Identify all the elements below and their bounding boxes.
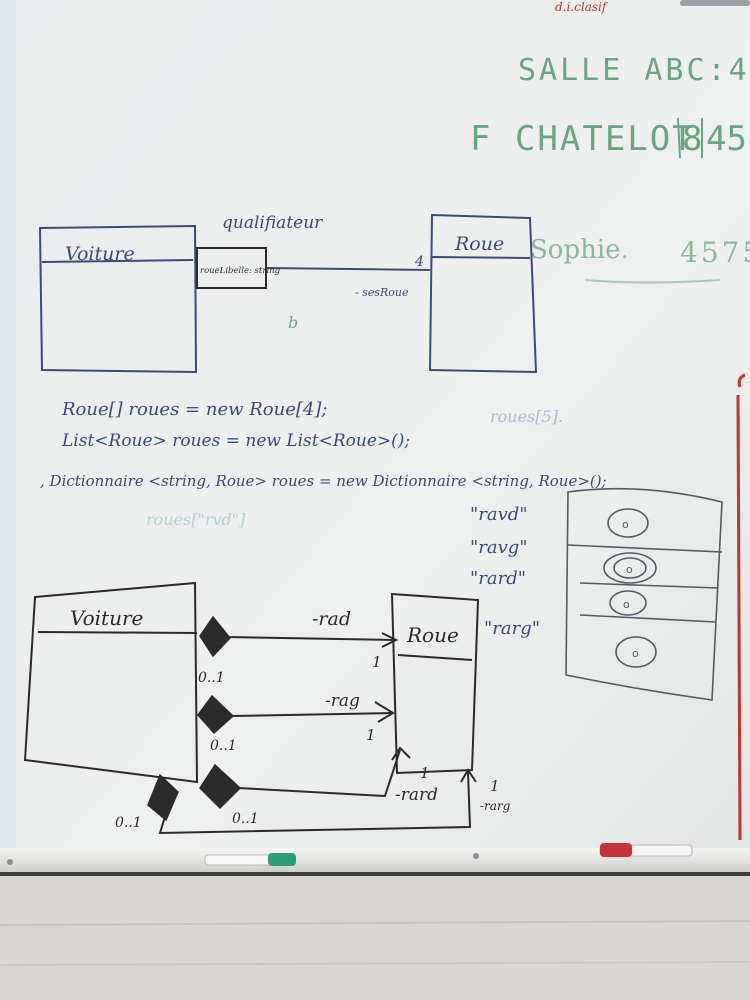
green-note-mark: 8 (682, 119, 702, 159)
dict-key-rarg: "rarg" (484, 618, 540, 639)
mult-rag-one: 1 (366, 726, 376, 744)
class-box-voiture (38, 224, 198, 374)
mult-rarg-one: 1 (490, 777, 500, 795)
class-box-roue (428, 213, 538, 374)
green-mark-b: b (288, 313, 298, 332)
dictionary-keys: "ravd" "ravg" "rard" "rarg" (470, 504, 540, 639)
code-line-array: Roue[] roues = new Roue[4]; (61, 399, 327, 420)
dict-key-ravd: "ravd" (470, 504, 528, 525)
bottom-roue-label: Roue (406, 623, 459, 647)
association-line (265, 267, 431, 271)
diamond-rard (199, 763, 242, 810)
composition-diamonds (147, 615, 242, 822)
wall (0, 876, 750, 1000)
green-note-teacher: F CHATELOT (470, 119, 695, 159)
faded-roues-key: roues["rvd"] (146, 510, 246, 529)
role-rard: -rard (395, 785, 438, 805)
green-sophie: Sophie. 4575 (530, 235, 750, 284)
top-role-label: - sesRoue (355, 286, 409, 299)
green-note-room: SALLE ABC:45 (518, 53, 750, 88)
marker-green (204, 853, 296, 866)
top-multiplicity: 4 (414, 254, 424, 270)
mult-rad-zero-one: 0..1 (198, 670, 225, 686)
green-notes: SALLE ABC:45 F CHATELOT 8 45 (470, 53, 750, 159)
red-scribble: d.i.clasif (555, 0, 609, 14)
top-uml-diagram (38, 213, 538, 374)
diamond-rarg (147, 773, 179, 822)
top-voiture-label: Voiture (65, 243, 135, 265)
faded-roues-index: roues[5]. (490, 407, 563, 426)
diamond-rag (197, 694, 235, 735)
svg-text:o: o (622, 518, 629, 531)
assoc-rad (224, 636, 396, 641)
mult-rarg-zero-one: 0..1 (115, 815, 142, 831)
code-line-list: List<Roue> roues = new List<Roue>(); (61, 431, 410, 451)
diamond-rad (199, 615, 231, 658)
code-lines: Roue[] roues = new Roue[4]; List<Roue> r… (40, 399, 607, 490)
svg-text:o: o (626, 563, 633, 576)
red-marker-line (736, 394, 742, 841)
dict-key-rard: "rard" (470, 568, 526, 589)
assoc-rag (231, 712, 394, 717)
board-clip (680, 0, 750, 6)
mult-rard-zero-one: 0..1 (232, 811, 259, 827)
green-note-time: 45 (706, 119, 747, 159)
dict-key-ravg: "ravg" (470, 537, 528, 558)
svg-text:o: o (632, 647, 639, 660)
dictionary-stack-drawing: o o o o (565, 487, 723, 701)
code-line-dictionary: , Dictionnaire <string, Roue> roues = ne… (40, 472, 607, 490)
svg-text:o: o (623, 598, 630, 611)
top-roue-label: Roue (454, 233, 504, 255)
role-rag: -rag (325, 691, 360, 711)
qualifier-label: roueLibelle: string (200, 266, 281, 276)
bottom-uml-diagram (23, 581, 480, 835)
bottom-voiture-label: Voiture (70, 606, 143, 630)
mult-rard-one: 1 (420, 764, 430, 782)
green-note-number: 4575 (680, 236, 750, 269)
mult-rad-one: 1 (372, 653, 382, 671)
class-box-voiture-2 (23, 581, 199, 784)
assoc-rard (237, 749, 401, 798)
role-rarg: -rarg (480, 799, 511, 813)
class-box-roue-2 (390, 592, 480, 775)
qualifier-box (196, 247, 267, 289)
mult-rag-zero-one: 0..1 (210, 738, 237, 754)
qualifier-title: qualifiateur (222, 213, 323, 233)
board-edge (0, 0, 18, 860)
green-note-name: Sophie. (530, 235, 629, 265)
marker-red (599, 843, 693, 857)
role-rad: -rad (312, 608, 351, 630)
